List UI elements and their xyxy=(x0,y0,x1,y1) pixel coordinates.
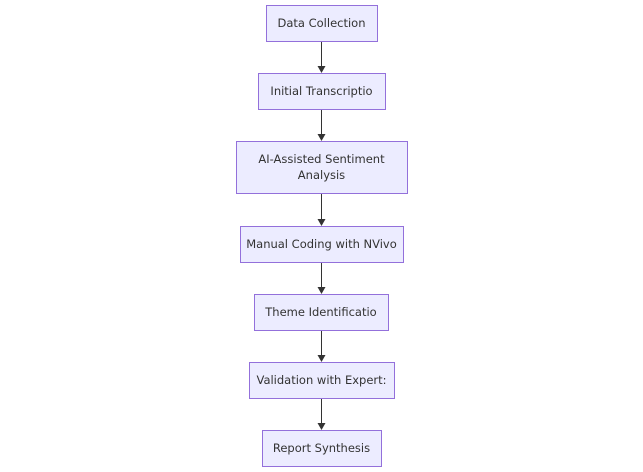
arrowhead-icon xyxy=(317,134,326,141)
arrowhead-icon xyxy=(317,423,326,430)
arrowhead-icon xyxy=(317,219,326,226)
flow-node: Initial Transcriptio xyxy=(258,73,386,110)
flow-node-box xyxy=(258,73,386,110)
flow-node-box xyxy=(266,5,378,42)
flow-node-box xyxy=(236,141,408,194)
arrowhead-icon xyxy=(317,287,326,294)
edges-layer xyxy=(317,42,326,430)
flow-node: Manual Coding with NVivo xyxy=(240,226,404,263)
flow-node-box xyxy=(249,362,395,399)
flow-node-label: Validation with Expert: xyxy=(256,373,386,387)
flow-node-label: Manual Coding with NVivo xyxy=(246,237,397,251)
flow-node-label: AI-Assisted Sentiment xyxy=(258,152,385,166)
flow-node-label: Initial Transcriptio xyxy=(270,84,372,98)
arrowhead-icon xyxy=(317,66,326,73)
flow-node-label: Analysis xyxy=(298,168,345,182)
flow-node: Data Collection xyxy=(266,5,378,42)
flow-node-label: Theme Identificatio xyxy=(264,305,376,319)
flow-edge xyxy=(317,331,326,362)
flow-node: Validation with Expert: xyxy=(249,362,395,399)
flow-node-label: Report Synthesis xyxy=(273,441,370,455)
flow-edge xyxy=(317,110,326,141)
flow-edge xyxy=(317,399,326,430)
flow-edge xyxy=(317,42,326,73)
flow-node-box xyxy=(254,294,389,331)
flow-node: Theme Identificatio xyxy=(254,294,389,331)
flow-edge xyxy=(317,263,326,294)
flow-edge xyxy=(317,194,326,226)
flow-node-box xyxy=(240,226,404,263)
flow-node-label: Data Collection xyxy=(278,16,366,30)
flow-node-box xyxy=(262,430,382,467)
arrowhead-icon xyxy=(317,355,326,362)
flow-node: Report Synthesis xyxy=(262,430,382,467)
